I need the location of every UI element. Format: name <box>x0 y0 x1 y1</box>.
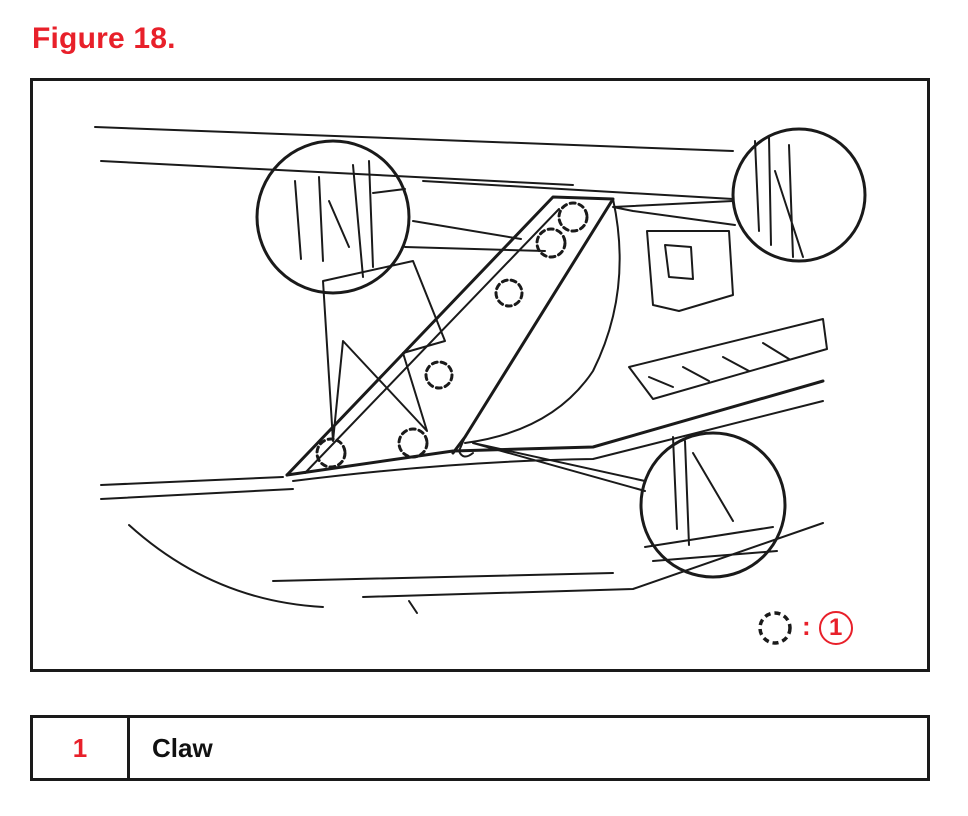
detail-left-strokes <box>294 160 406 278</box>
windshield-line <box>422 180 734 200</box>
detail-bottom-pointer <box>472 442 646 492</box>
dash-top-edge <box>94 126 734 152</box>
line-drawing <box>94 126 867 614</box>
dash-top-edge-2 <box>100 160 574 186</box>
claw-location <box>315 437 347 469</box>
pillar-garnish-side <box>464 198 621 444</box>
detail-right-pointer <box>612 200 736 226</box>
detail-view-bottom <box>639 431 787 579</box>
illustration-frame <box>30 78 930 672</box>
switch-dividers <box>648 342 790 388</box>
detail-view-right <box>731 127 867 263</box>
legend-separator: : <box>802 610 811 641</box>
vent-grille <box>664 244 694 280</box>
claw-location <box>424 360 454 390</box>
legend-table-number: 1 <box>33 718 130 778</box>
lower-line-2 <box>362 522 824 598</box>
claw-location <box>535 227 567 259</box>
legend-ref-number: 1 <box>818 611 853 645</box>
pillar-garnish-inner <box>304 208 560 474</box>
legend-table: 1 Claw <box>30 715 930 781</box>
lower-line <box>272 572 614 582</box>
dashboard-left-edge <box>100 476 284 486</box>
detail-right-strokes <box>754 136 804 258</box>
detail-left-leaders <box>404 220 546 252</box>
figure-legend: : 1 <box>756 608 853 648</box>
lower-tick <box>408 600 418 614</box>
dashboard-line <box>292 400 824 482</box>
lower-curve <box>128 524 324 608</box>
dashboard-upper-edge <box>285 379 825 477</box>
detail-view-left <box>255 139 411 295</box>
claw-location <box>494 278 524 308</box>
detail-bottom-strokes <box>644 436 778 562</box>
switch-panel <box>628 318 828 400</box>
legend-table-label: Claw <box>152 732 213 763</box>
dashboard-left-edge-2 <box>100 488 294 500</box>
detail-left-pointer <box>322 260 446 442</box>
claw-location <box>397 427 429 459</box>
figure-title: Figure 18. <box>32 22 176 55</box>
vent-box <box>646 230 734 312</box>
claw-location <box>557 201 589 233</box>
dashed-circle-icon <box>758 611 792 645</box>
